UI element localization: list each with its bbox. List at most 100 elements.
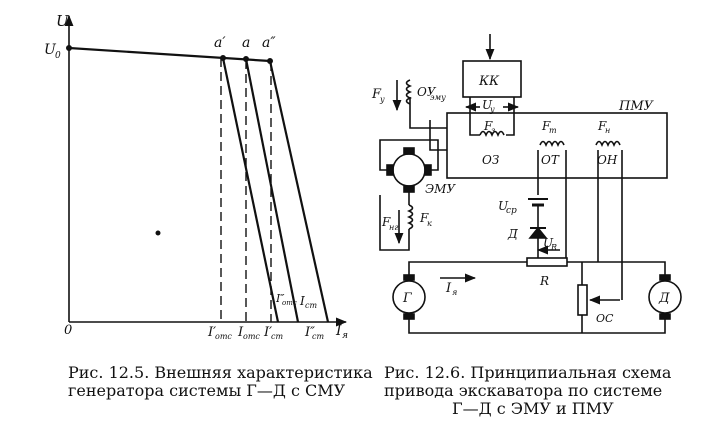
point-a2-label: a″	[262, 35, 276, 51]
emu-brush-bottom	[403, 185, 415, 193]
kk-wire-left	[469, 97, 480, 136]
label-i2-otc: I″	[275, 292, 285, 305]
label-i2-otc-sub: отс	[282, 299, 297, 307]
ot-label: ОТ	[541, 153, 560, 167]
fig-12-6-caption-line3: Г—Д с ЭМУ и ПМУ	[452, 399, 614, 418]
iy-label: I	[445, 281, 452, 296]
axis-x-label: I	[335, 323, 342, 339]
gen-label: Г	[402, 291, 412, 306]
point-u0	[66, 45, 72, 51]
ft-label-sub: т	[549, 126, 557, 135]
armature-top-wire	[408, 261, 527, 278]
fig-12-6-caption-line2: привода экскаватора по системе	[384, 381, 663, 400]
fig-12-6-labels: КК ПМУ F у ОУ эму U у F з F т F н ОЗ ОТ …	[371, 74, 670, 325]
o3-label: ОЗ	[482, 153, 499, 167]
motor-brush-top	[659, 274, 671, 281]
ot-coil	[539, 140, 565, 148]
fy-label-sub: у	[379, 95, 385, 104]
pmu-label: ПМУ	[618, 99, 655, 114]
fig-12-5-caption-line1: Рис. 12.5. Внешняя характеристика	[68, 363, 373, 382]
tick-i1-st: I′	[263, 325, 272, 340]
f3-label: F	[483, 119, 493, 133]
kk-wire-right	[506, 97, 515, 136]
ucp-label-sub: ср	[506, 206, 517, 216]
fk-label-sub: к	[427, 219, 432, 228]
generator-field-coil	[406, 204, 414, 230]
oy-label: ОУ	[417, 85, 437, 99]
fig-12-5-caption-line2: генератора системы Г—Д с СМУ	[68, 381, 346, 400]
origin-label: 0	[64, 323, 72, 338]
oc-potentiometer	[577, 284, 588, 316]
characteristic-top	[68, 46, 271, 63]
fn-label: F	[597, 119, 607, 133]
oh-coil	[595, 140, 621, 148]
r-resistor	[526, 257, 568, 267]
ink-dot	[155, 230, 161, 236]
uy-label-sub: у	[489, 105, 495, 114]
tick-i-otc-sub: отс	[243, 332, 260, 341]
axis-y-label: U	[56, 12, 70, 30]
cutoff-line-a2	[268, 60, 330, 323]
field-coil-return	[379, 195, 410, 251]
gen-brush-top	[403, 274, 415, 281]
fig-12-5-graph	[64, 14, 348, 327]
tick-i1-st-sub: ст	[271, 332, 283, 341]
tick-i1-otc-sub: отс	[215, 332, 232, 341]
ucp-label: U	[498, 199, 509, 213]
fy-label: F	[371, 87, 382, 102]
fig-12-5-labels: U U 0 0 I я a′ a a″ I′ отс I отс I′ ст I…	[44, 12, 348, 341]
pmu-output-wire-bottom	[429, 120, 447, 151]
motor-d	[648, 280, 682, 314]
point-a-label: a	[242, 35, 250, 51]
ur-label-sub: R	[550, 243, 557, 252]
fn-label-sub: н	[605, 126, 610, 135]
tick-i-otc: I	[237, 325, 244, 340]
fk-label: F	[419, 211, 429, 225]
label-i-st-sub: ст	[305, 301, 317, 310]
ur-label: U	[543, 236, 554, 250]
ft-label: F	[541, 119, 551, 133]
gen-brush-bottom	[403, 313, 415, 320]
tick-i1-otc: I′	[207, 325, 216, 340]
armature-top-wire-right	[567, 261, 666, 280]
kk-label: КК	[478, 74, 500, 89]
iy-label-sub: я	[452, 288, 457, 297]
motor-label: Д	[658, 291, 670, 306]
f3-label-sub: з	[491, 126, 495, 135]
uy-label: U	[482, 98, 493, 112]
fng-label: F	[381, 215, 391, 229]
kk-block	[462, 60, 522, 98]
emu-label: ЭМУ	[425, 182, 456, 196]
fig-12-6-circuit	[379, 34, 682, 334]
cutoff-line-a1	[221, 57, 280, 323]
on-label: ОН	[597, 153, 618, 167]
pmu-output-wire-top	[409, 97, 447, 129]
fng-label-sub: нг	[389, 223, 398, 232]
u0-label: U	[44, 42, 57, 58]
point-a1-label: a′	[214, 35, 226, 51]
label-i-st: I	[299, 294, 305, 308]
tick-i2-st-sub: ст	[312, 332, 324, 341]
point-a1	[220, 55, 226, 61]
diode-label: Д	[507, 227, 518, 241]
emu-brush-top	[403, 147, 415, 155]
tick-i2-st: I″	[304, 325, 315, 340]
point-a	[243, 56, 249, 62]
oc-label: ОС	[596, 312, 614, 325]
oy-label-sub: эму	[430, 93, 446, 102]
oy-coil	[405, 79, 413, 105]
point-a2	[267, 58, 273, 64]
emu-machine	[392, 153, 426, 187]
axis-x-label-sub: я	[342, 331, 348, 341]
o3-coil	[479, 130, 505, 138]
generator-g	[392, 280, 426, 314]
motor-brush-bottom	[659, 313, 671, 320]
u0-label-sub: 0	[55, 51, 61, 61]
fig-12-6-caption-line1: Рис. 12.6. Принципиальная схема	[384, 363, 672, 382]
emu-shorting-loop	[379, 139, 439, 171]
r-label: R	[539, 274, 549, 288]
cutoff-line-a	[244, 58, 300, 323]
armature-bottom-wire	[408, 319, 666, 334]
pmu-block	[446, 112, 668, 179]
